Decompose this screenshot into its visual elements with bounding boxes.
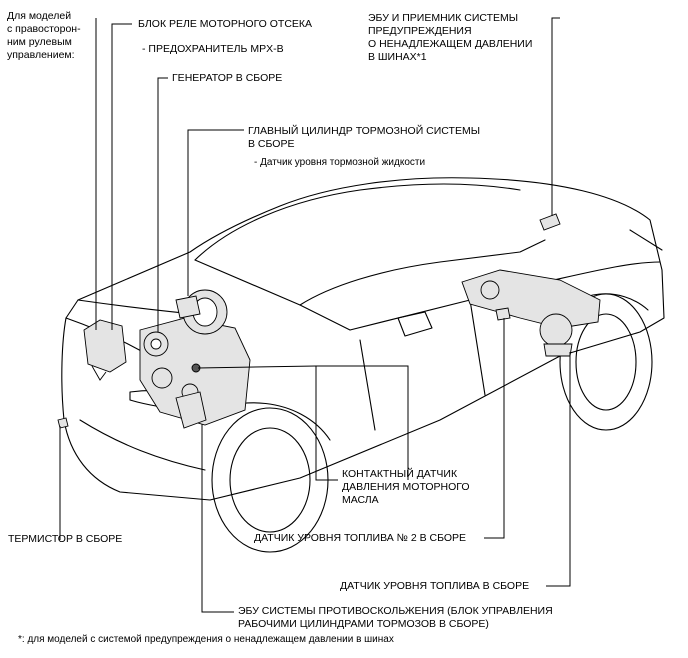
engine-relay-block-shape	[83, 319, 127, 373]
vsc-ecu-label: ЭБУ СИСТЕМЫ ПРОТИВОСКОЛЬЖЕНИЯ (БЛОК УПРА…	[238, 605, 553, 631]
front-wheel	[211, 407, 329, 553]
master-cylinder-line-2: В СБОРЕ	[248, 138, 295, 150]
vsc-actuator-shape	[175, 391, 207, 429]
thermistor-label: ТЕРМИСТОР В СБОРЕ	[8, 533, 123, 545]
door-line-rear	[469, 299, 486, 396]
leader-fuel	[546, 352, 571, 587]
fuel-sensor-2-label: ДАТЧИК УРОВНЯ ТОПЛИВА № 2 В СБОРЕ	[254, 532, 467, 544]
rhd-note-line-3: ним рулевым	[7, 36, 72, 48]
vsc-ecu-line-2: РАБОЧИМИ ЦИЛИНДРАМИ ТОРМОЗОВ В СБОРЕ)	[238, 618, 489, 630]
door-line	[359, 339, 376, 431]
rhd-note-line-1: Для моделей	[7, 10, 72, 22]
leader-tpms	[551, 17, 560, 216]
oil-pressure-switch-label: КОНТАКТНЫЙ ДАТЧИК ДАВЛЕНИЯ МОТОРНОГО МАС…	[342, 468, 470, 507]
bumper-line	[79, 419, 206, 471]
brake-fluid-sensor-label: - Датчик уровня тормозной жидкости	[254, 157, 426, 168]
rhd-note: Для моделей с правосторон- ним рулевым у…	[7, 10, 81, 62]
fuel-sensor-label: ДАТЧИК УРОВНЯ ТОПЛИВА В СБОРЕ	[340, 580, 530, 592]
tpms-ecu-shape	[539, 213, 561, 231]
leader-generator	[157, 77, 168, 332]
master-cylinder-label: ГЛАВНЫЙ ЦИЛИНДР ТОРМОЗНОЙ СИСТЕМЫ В СБОР…	[248, 125, 480, 151]
oil-pressure-line-1: КОНТАКТНЫЙ ДАТЧИК	[342, 468, 458, 480]
tpms-line-2: ПРЕДУПРЕЖДЕНИЯ	[368, 25, 472, 37]
engine-relay-block-label: БЛОК РЕЛЕ МОТОРНОГО ОТСЕКА	[138, 18, 313, 30]
leader-master-cylinder	[187, 129, 244, 296]
tpms-line-4: В ШИНАХ*1	[368, 51, 427, 63]
fuel-tank-shape	[461, 269, 601, 329]
master-cylinder-shape	[175, 295, 201, 319]
oil-pressure-line-2: ДАВЛЕНИЯ МОТОРНОГО	[342, 481, 470, 493]
tpms-ecu-label: ЭБУ И ПРИЕМНИК СИСТЕМЫ ПРЕДУПРЕЖДЕНИЯ О …	[368, 12, 532, 64]
master-cylinder-line-1: ГЛАВНЫЙ ЦИЛИНДР ТОРМОЗНОЙ СИСТЕМЫ	[248, 125, 480, 137]
leader-oil-pressure	[315, 365, 409, 481]
side-mirror	[397, 311, 433, 337]
oil-pressure-line-3: МАСЛА	[342, 494, 379, 506]
rhd-note-line-4: управлением:	[7, 49, 75, 61]
footnote: *: для моделей с системой предупреждения…	[18, 634, 394, 645]
windshield-outline	[194, 183, 521, 261]
leader-vsc	[201, 424, 234, 613]
generator-label: ГЕНЕРАТОР В СБОРЕ	[172, 72, 283, 84]
leader-oil-pressure-tip	[197, 365, 317, 369]
tpms-line-3: О НЕНАДЛЕЖАЩЕМ ДАВЛЕНИИ	[368, 38, 533, 50]
tpms-line-1: ЭБУ И ПРИЕМНИК СИСТЕМЫ	[368, 12, 519, 24]
leader-fuel-2	[484, 318, 505, 539]
leader-relay-block	[111, 23, 132, 330]
side-window	[299, 239, 546, 306]
vsc-ecu-line-1: ЭБУ СИСТЕМЫ ПРОТИВОСКОЛЬЖЕНИЯ (БЛОК УПРА…	[238, 605, 553, 617]
rhd-note-line-2: с правосторон-	[7, 23, 81, 35]
mpx-fuse-label: - ПРЕДОХРАНИТЕЛЬ MPX-B	[142, 43, 284, 55]
